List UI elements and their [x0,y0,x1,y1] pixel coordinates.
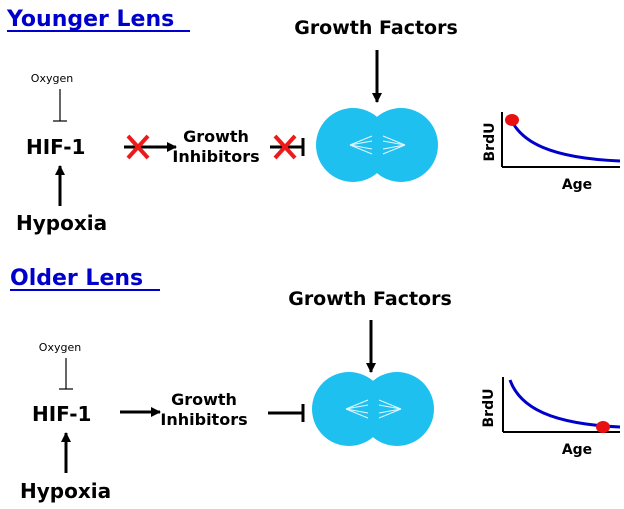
panel-heading: Younger Lens [6,7,174,32]
graph-ylabel: BrdU [481,389,497,428]
blocked-x-mark [273,134,297,160]
dividing-lens-cells [316,108,438,182]
growth-factors-label: Growth Factors [294,17,458,39]
brdu-decline-curve [508,379,621,429]
graph-xlabel: Age [562,442,592,458]
oxygen-label: Oxygen [39,341,81,354]
current-age-point [505,114,519,126]
panel-heading: Older Lens [10,266,143,291]
inhibitors-label-line1: Growth [183,127,249,146]
inhibitors-label-line2: Inhibitors [160,410,247,429]
panel-younger-lens: Younger Lens Growth Factors Oxygen HIF-1… [6,7,621,235]
inhibitors-label-line1: Growth [171,390,237,409]
blocked-x-mark [126,134,150,160]
graph-xlabel: Age [562,177,592,193]
panel-older-lens: Older Lens Growth Factors Oxygen HIF-1 H… [10,266,621,503]
hif-label: HIF-1 [32,402,91,426]
brdu-decline-curve [508,116,621,163]
brdu-age-graph: BrdU Age [481,377,621,458]
inhibitors-label-line2: Inhibitors [172,147,259,166]
oxygen-label: Oxygen [31,72,73,85]
current-age-point [596,421,610,433]
brdu-age-graph: BrdU Age [482,112,621,193]
dividing-lens-cells [312,372,434,446]
hypoxia-label: Hypoxia [16,211,107,235]
hypoxia-label: Hypoxia [20,479,111,503]
graph-ylabel: BrdU [482,123,498,162]
hif-label: HIF-1 [26,135,85,159]
growth-factors-label: Growth Factors [288,288,452,310]
